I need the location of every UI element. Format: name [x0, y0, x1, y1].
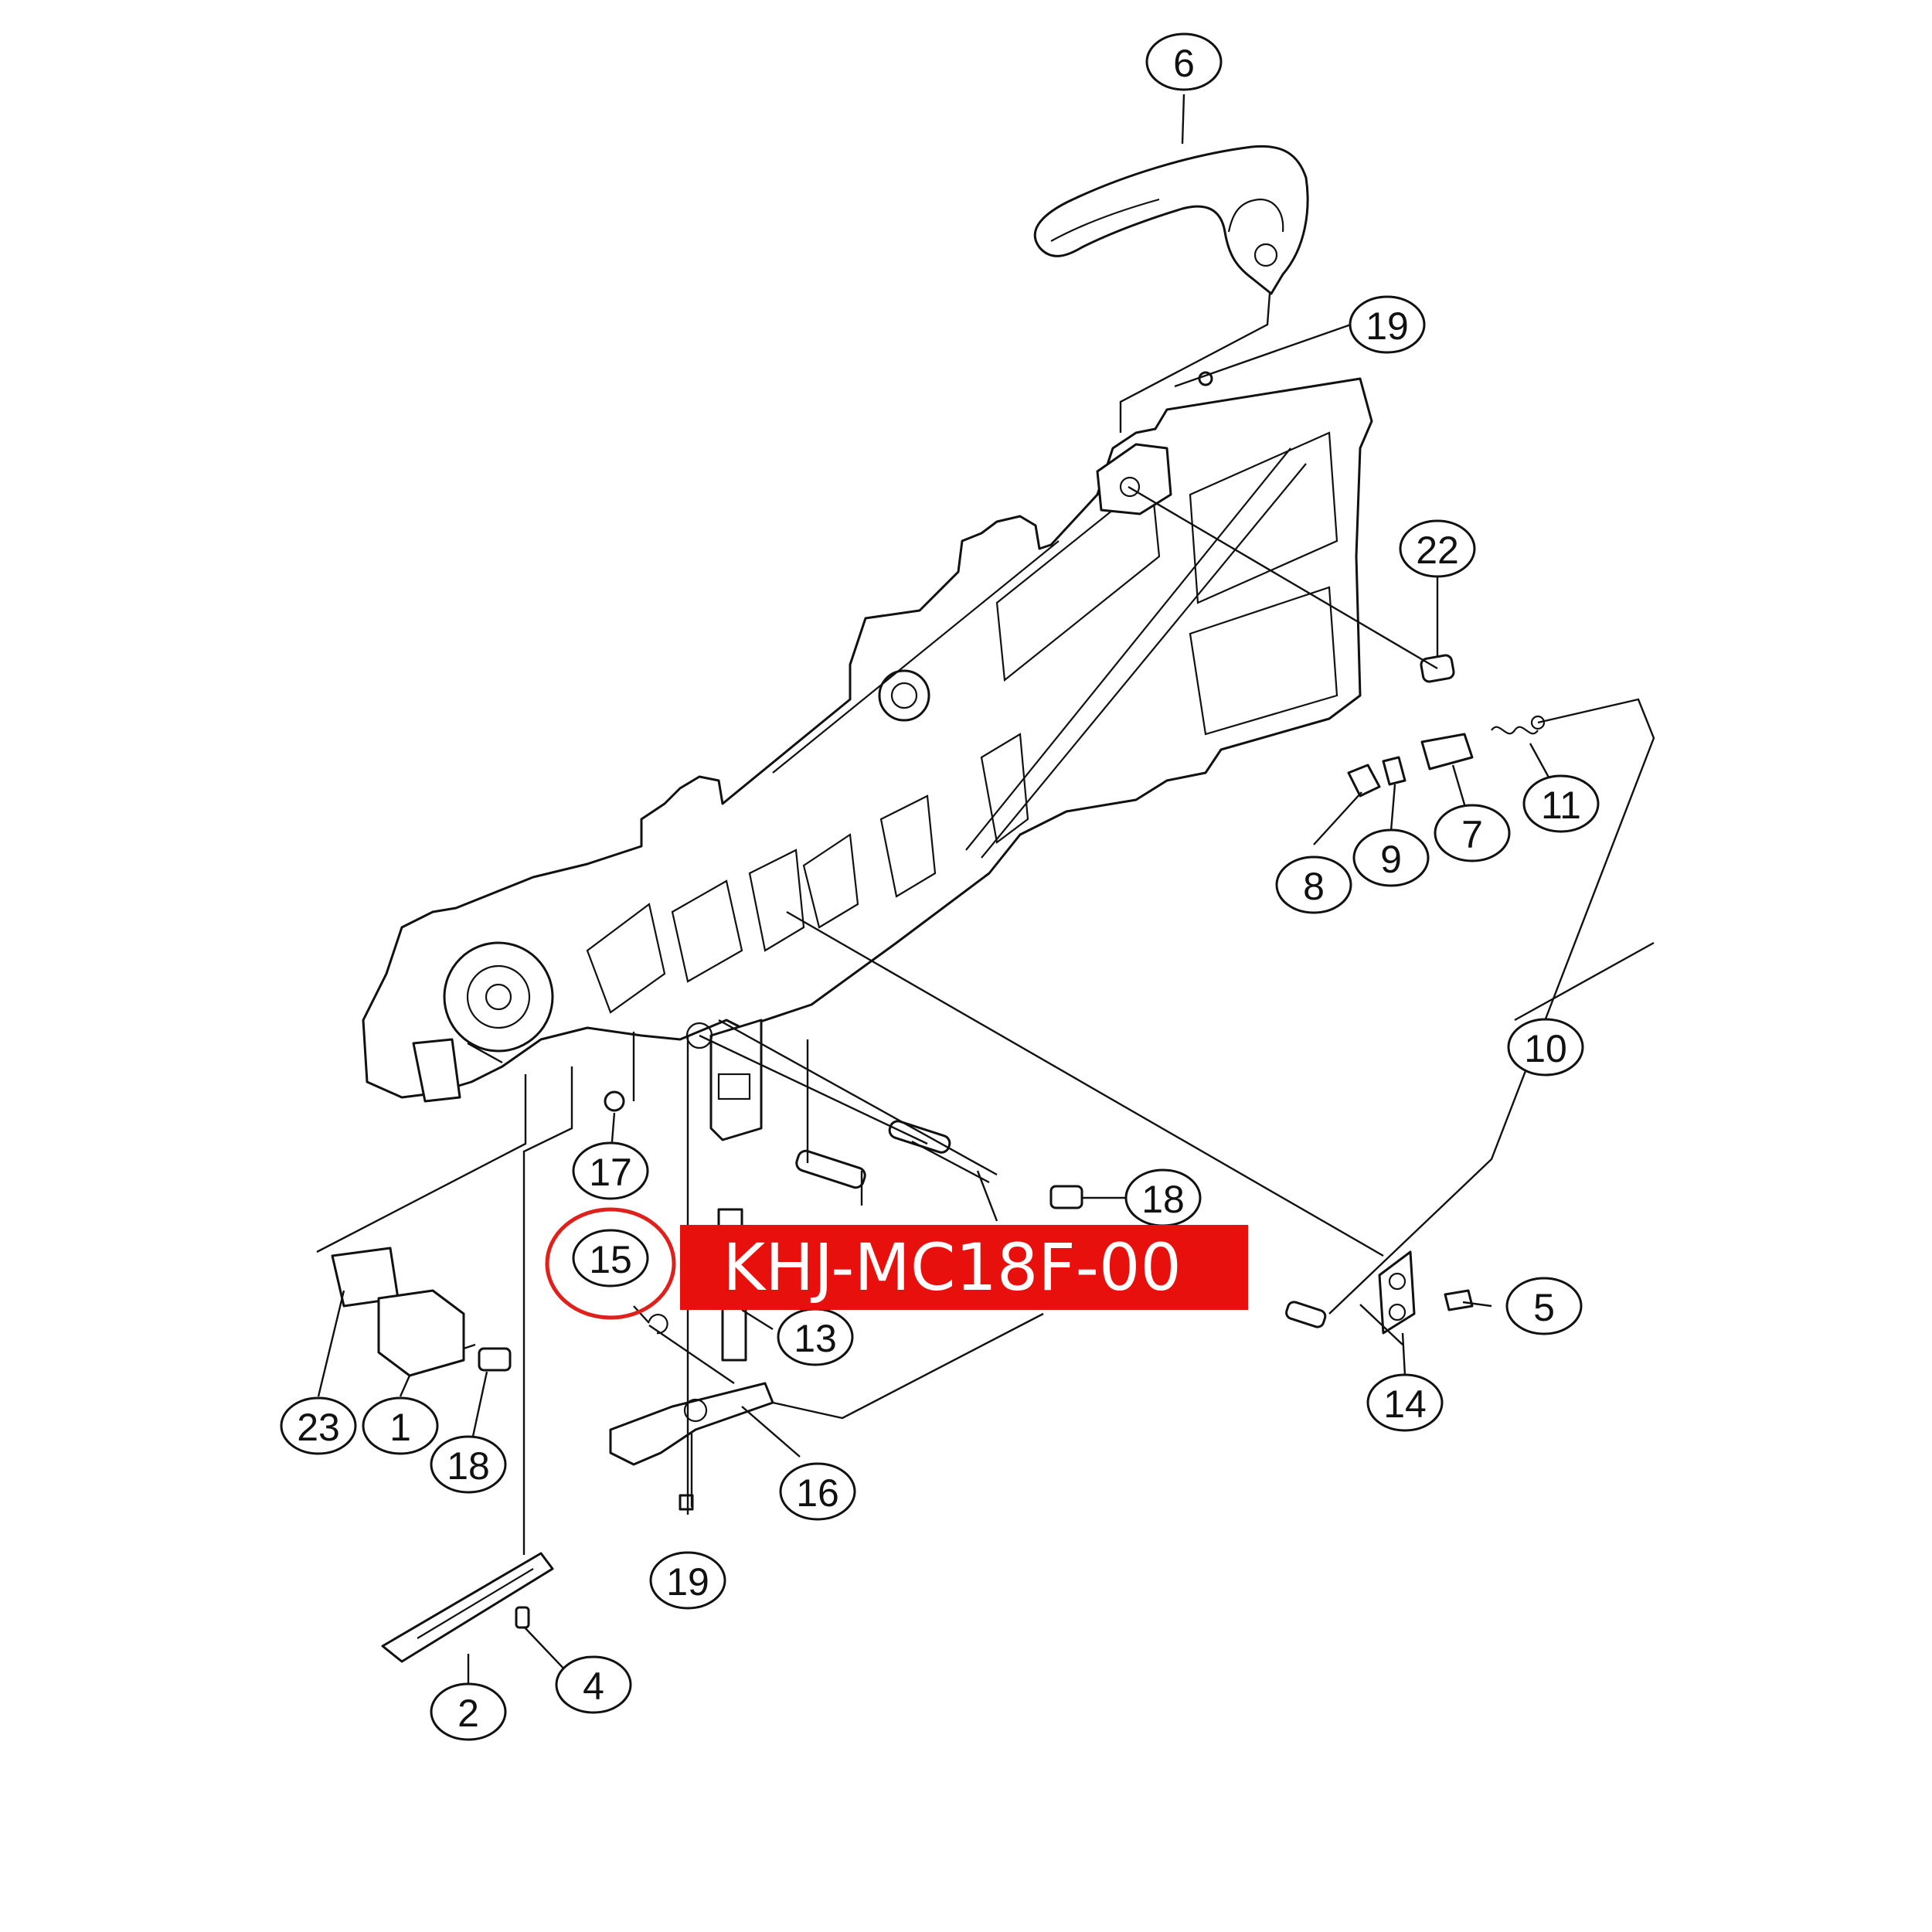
callout-ellipse — [649, 1551, 726, 1610]
part-6-handle — [1033, 145, 1309, 295]
callout-number: 17 — [589, 1151, 632, 1194]
callout-number: 2 — [457, 1692, 479, 1735]
part-number-text: KHJ-MC18F-00 — [723, 1230, 1182, 1305]
callout-8: 8 — [1275, 855, 1352, 914]
callout-number: 18 — [447, 1444, 490, 1488]
callout-ellipse — [1366, 1373, 1444, 1432]
callout-9: 9 — [1352, 828, 1430, 887]
callout-ellipse — [572, 1141, 649, 1200]
callout-number: 14 — [1383, 1383, 1427, 1426]
callout-2: 2 — [430, 1682, 507, 1741]
callout-19b: 19 — [649, 1551, 726, 1610]
callout-number: 16 — [796, 1471, 839, 1515]
callout-11: 11 — [1522, 774, 1600, 833]
callout-22: 22 — [1399, 519, 1476, 578]
callout-ellipse — [430, 1682, 507, 1741]
callout-number: 6 — [1173, 42, 1195, 85]
callout-17: 17 — [572, 1141, 649, 1200]
callout-number: 4 — [583, 1665, 604, 1708]
callout-14: 14 — [1366, 1373, 1444, 1432]
callout-4: 4 — [555, 1655, 632, 1714]
callout-15: 15 — [572, 1229, 649, 1287]
callout-6: 6 — [1145, 32, 1223, 91]
callout-ellipse — [572, 1229, 649, 1287]
callout-ellipse — [779, 1462, 856, 1521]
callout-number: 8 — [1303, 865, 1325, 908]
callout-number: 11 — [1541, 784, 1581, 827]
callout-18a: 18 — [1124, 1168, 1202, 1227]
callout-23: 23 — [280, 1396, 357, 1455]
feeder-main-body — [362, 377, 1373, 1141]
callout-ellipse — [1522, 774, 1600, 833]
callout-number: 23 — [297, 1406, 340, 1449]
callout-18b: 18 — [430, 1435, 507, 1494]
callout-19a: 19 — [1349, 295, 1426, 354]
callout-ellipse — [430, 1435, 507, 1494]
callout-ellipse — [1352, 828, 1430, 887]
callout-ellipse — [1349, 295, 1426, 354]
callout-number: 10 — [1524, 1027, 1567, 1070]
callout-10: 10 — [1507, 1018, 1584, 1077]
callout-ellipse — [1507, 1018, 1584, 1077]
callout-number: 5 — [1533, 1286, 1555, 1329]
callout-ellipse — [280, 1396, 357, 1455]
callout-number: 22 — [1416, 529, 1459, 572]
callout-number: 1 — [389, 1406, 411, 1449]
callout-ellipse — [1505, 1277, 1583, 1335]
part-number-banner: KHJ-MC18F-00 — [680, 1225, 1248, 1310]
callout-number: 9 — [1380, 838, 1402, 881]
callout-ellipse — [1399, 519, 1476, 578]
callout-number: 18 — [1141, 1178, 1185, 1221]
callout-1: 1 — [362, 1396, 439, 1455]
small-parts — [331, 371, 1546, 1663]
highlight-ring — [545, 1207, 676, 1320]
callout-16: 16 — [779, 1462, 856, 1521]
callout-ellipse — [362, 1396, 439, 1455]
callout-number: 15 — [589, 1238, 632, 1281]
callout-13: 13 — [777, 1308, 854, 1366]
callout-labels: 6 19 22 11 7 9 8 10 17 15 18 13 5 14 23 1 18 16 19 2 4 — [280, 32, 1600, 1741]
callout-5: 5 — [1505, 1277, 1583, 1335]
callout-ellipse — [1434, 804, 1511, 862]
callout-ellipse — [1275, 855, 1352, 914]
callout-number: 7 — [1461, 813, 1483, 856]
callout-ellipse — [1145, 32, 1223, 91]
callout-7: 7 — [1434, 804, 1511, 862]
callout-number: 19 — [666, 1560, 709, 1604]
callout-number: 19 — [1366, 304, 1409, 348]
callout-ellipse — [555, 1655, 632, 1714]
callout-number: 13 — [794, 1317, 837, 1360]
